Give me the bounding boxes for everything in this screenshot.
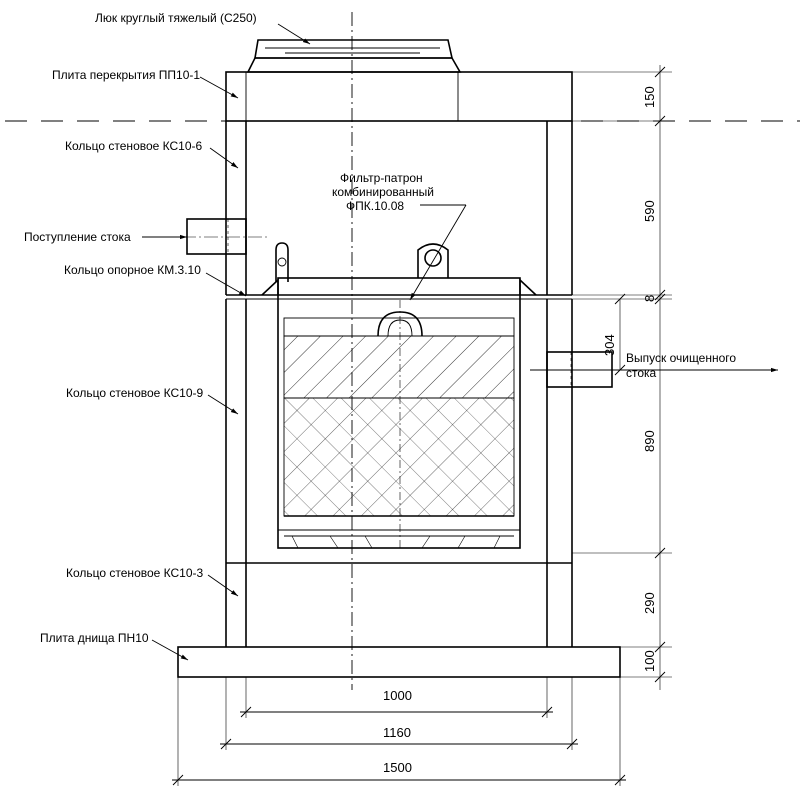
top-slab	[225, 71, 573, 122]
inlet-pipe	[160, 218, 270, 255]
dim-150: 150	[642, 86, 657, 108]
bottom-slab	[177, 646, 621, 678]
dim-1160: 1160	[383, 725, 411, 740]
label-bottom-slab: Плита днища ПН10	[40, 631, 149, 645]
vertical-dimensions	[572, 65, 672, 690]
label-filter-line3: ФПК.10.08	[346, 199, 404, 213]
leader-lines	[142, 23, 467, 661]
dim-590: 590	[642, 200, 657, 222]
dim-8: 8	[642, 295, 657, 302]
label-filter-line2: комбинированный	[332, 185, 434, 199]
label-ring-kc10-6: Кольцо стеновое КС10-6	[65, 139, 203, 153]
dim-1000: 1000	[383, 688, 412, 703]
dim-304: 304	[602, 334, 617, 356]
manhole-hatch	[230, 39, 478, 73]
label-inflow: Поступление стока	[24, 230, 131, 244]
label-top-slab: Плита перекрытия ПП10-1	[52, 68, 200, 82]
dim-890: 890	[642, 430, 657, 452]
wall-ring-kc10-9	[225, 299, 573, 564]
label-filter-line1: Фильтр-патрон	[340, 171, 423, 185]
dim-290: 290	[642, 592, 657, 614]
outlet-pipe	[530, 351, 778, 388]
filter-cartridge	[261, 242, 537, 549]
label-outflow-line2: стока	[626, 366, 657, 380]
label-support-ring: Кольцо опорное КМ.3.10	[64, 263, 201, 277]
dim-100: 100	[642, 650, 657, 672]
label-hatch: Люк круглый тяжелый (С250)	[95, 11, 257, 25]
horizontal-dimensions	[172, 677, 626, 786]
label-ring-kc10-3: Кольцо стеновое КС10-3	[66, 566, 204, 580]
support-ring	[226, 294, 572, 300]
label-ring-kc10-9: Кольцо стеновое КС10-9	[66, 386, 204, 400]
dim-1500: 1500	[383, 760, 412, 775]
wall-ring-kc10-6	[225, 121, 573, 295]
label-outflow-line1: Выпуск очищенного	[626, 351, 736, 365]
wall-ring-kc10-3	[225, 563, 573, 647]
